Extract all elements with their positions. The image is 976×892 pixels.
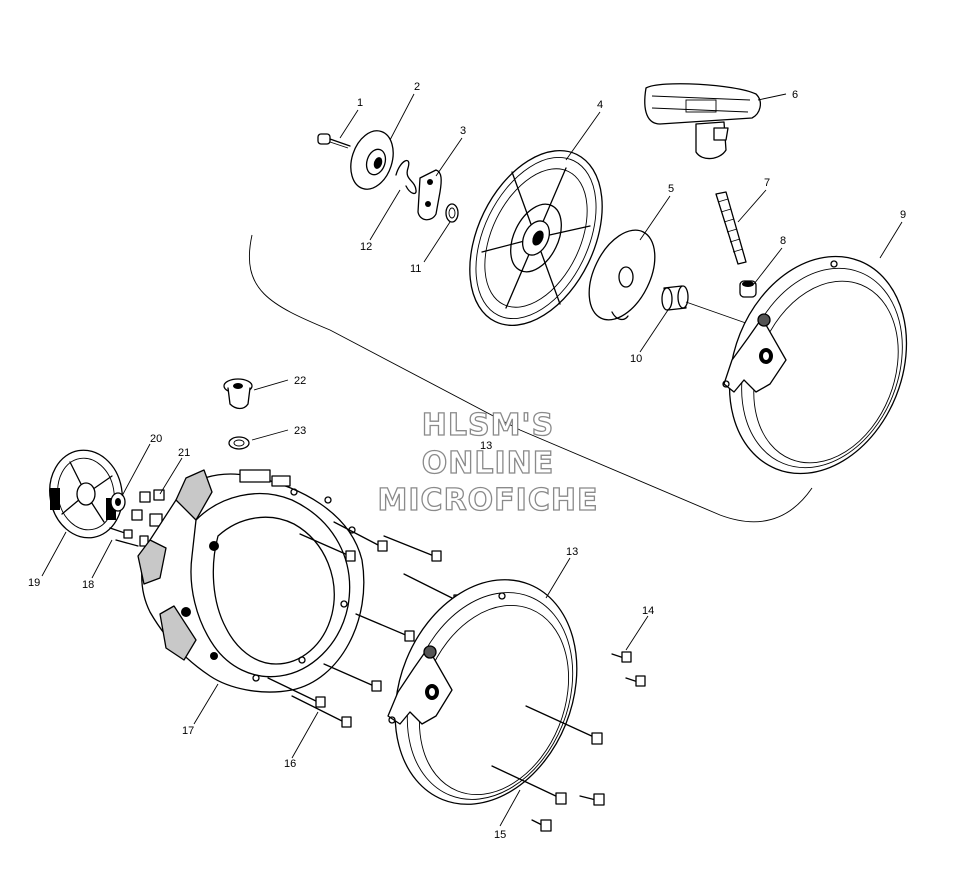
callout-10: 10	[630, 353, 642, 365]
part-22-grommet[interactable]	[223, 378, 253, 410]
callout-8: 8	[780, 235, 786, 247]
callout-14: 14	[642, 605, 654, 617]
callout-22: 22	[294, 375, 306, 387]
part-4-rope-pulley[interactable]	[443, 129, 629, 347]
watermark-line-3: MICROFICHE	[378, 483, 599, 518]
callout-numbers: 1 2 3 4 5 6 7 8 9 10 11 12 13 13 14 15 1…	[28, 81, 906, 841]
part-6-handle[interactable]	[644, 83, 762, 160]
callout-13-watermark-area: 13	[480, 440, 492, 452]
callout-23: 23	[294, 425, 306, 437]
part-3-pawl[interactable]	[417, 169, 442, 221]
part-21-nuts[interactable]	[131, 489, 165, 527]
part-5-spring-cup[interactable]	[576, 220, 668, 331]
callout-2: 2	[414, 81, 420, 93]
callout-11: 11	[410, 263, 421, 275]
part-19-starter-cup[interactable]	[43, 444, 129, 543]
part-9-starter-housing[interactable]	[698, 230, 938, 501]
callout-17: 17	[182, 725, 194, 737]
callout-7: 7	[764, 177, 770, 189]
callout-19: 19	[28, 577, 40, 589]
callout-21: 21	[178, 447, 190, 459]
callout-5: 5	[668, 183, 674, 195]
leader-lines	[41, 93, 903, 827]
part-20-washer[interactable]	[110, 492, 126, 512]
part-1-screw[interactable]	[317, 133, 351, 149]
callout-3: 3	[460, 125, 466, 137]
part-16-long-bolts[interactable]	[267, 521, 464, 728]
callout-18: 18	[82, 579, 94, 591]
callout-4: 4	[597, 99, 603, 111]
part-2-retainer-plate[interactable]	[344, 125, 401, 194]
part-14-screws[interactable]	[611, 651, 646, 687]
callout-15: 15	[494, 829, 506, 841]
callout-1: 1	[357, 97, 363, 109]
part-8-rope-guide[interactable]	[739, 280, 757, 298]
watermark-line-1: HLSM'S	[422, 408, 554, 443]
callout-6: 6	[792, 89, 798, 101]
part-12-spring-clip[interactable]	[395, 159, 417, 195]
group-indicator-curve	[248, 234, 813, 523]
callout-13: 13	[566, 546, 578, 558]
part-15-bolts[interactable]	[491, 705, 605, 832]
part-10-bushing[interactable]	[661, 285, 689, 311]
part-18-bolts[interactable]	[109, 527, 149, 547]
watermark-line-2: ONLINE	[422, 446, 555, 481]
part-13-recoil-housing[interactable]	[363, 552, 609, 832]
callout-9: 9	[900, 209, 906, 221]
callout-12: 12	[360, 241, 372, 253]
part-7-rope[interactable]	[715, 191, 747, 265]
part-23-o-ring[interactable]	[228, 436, 250, 450]
part-17-fan-housing[interactable]	[137, 469, 365, 693]
part-11-snap-ring[interactable]	[445, 203, 459, 223]
callout-16: 16	[284, 758, 296, 770]
callout-20: 20	[150, 433, 162, 445]
